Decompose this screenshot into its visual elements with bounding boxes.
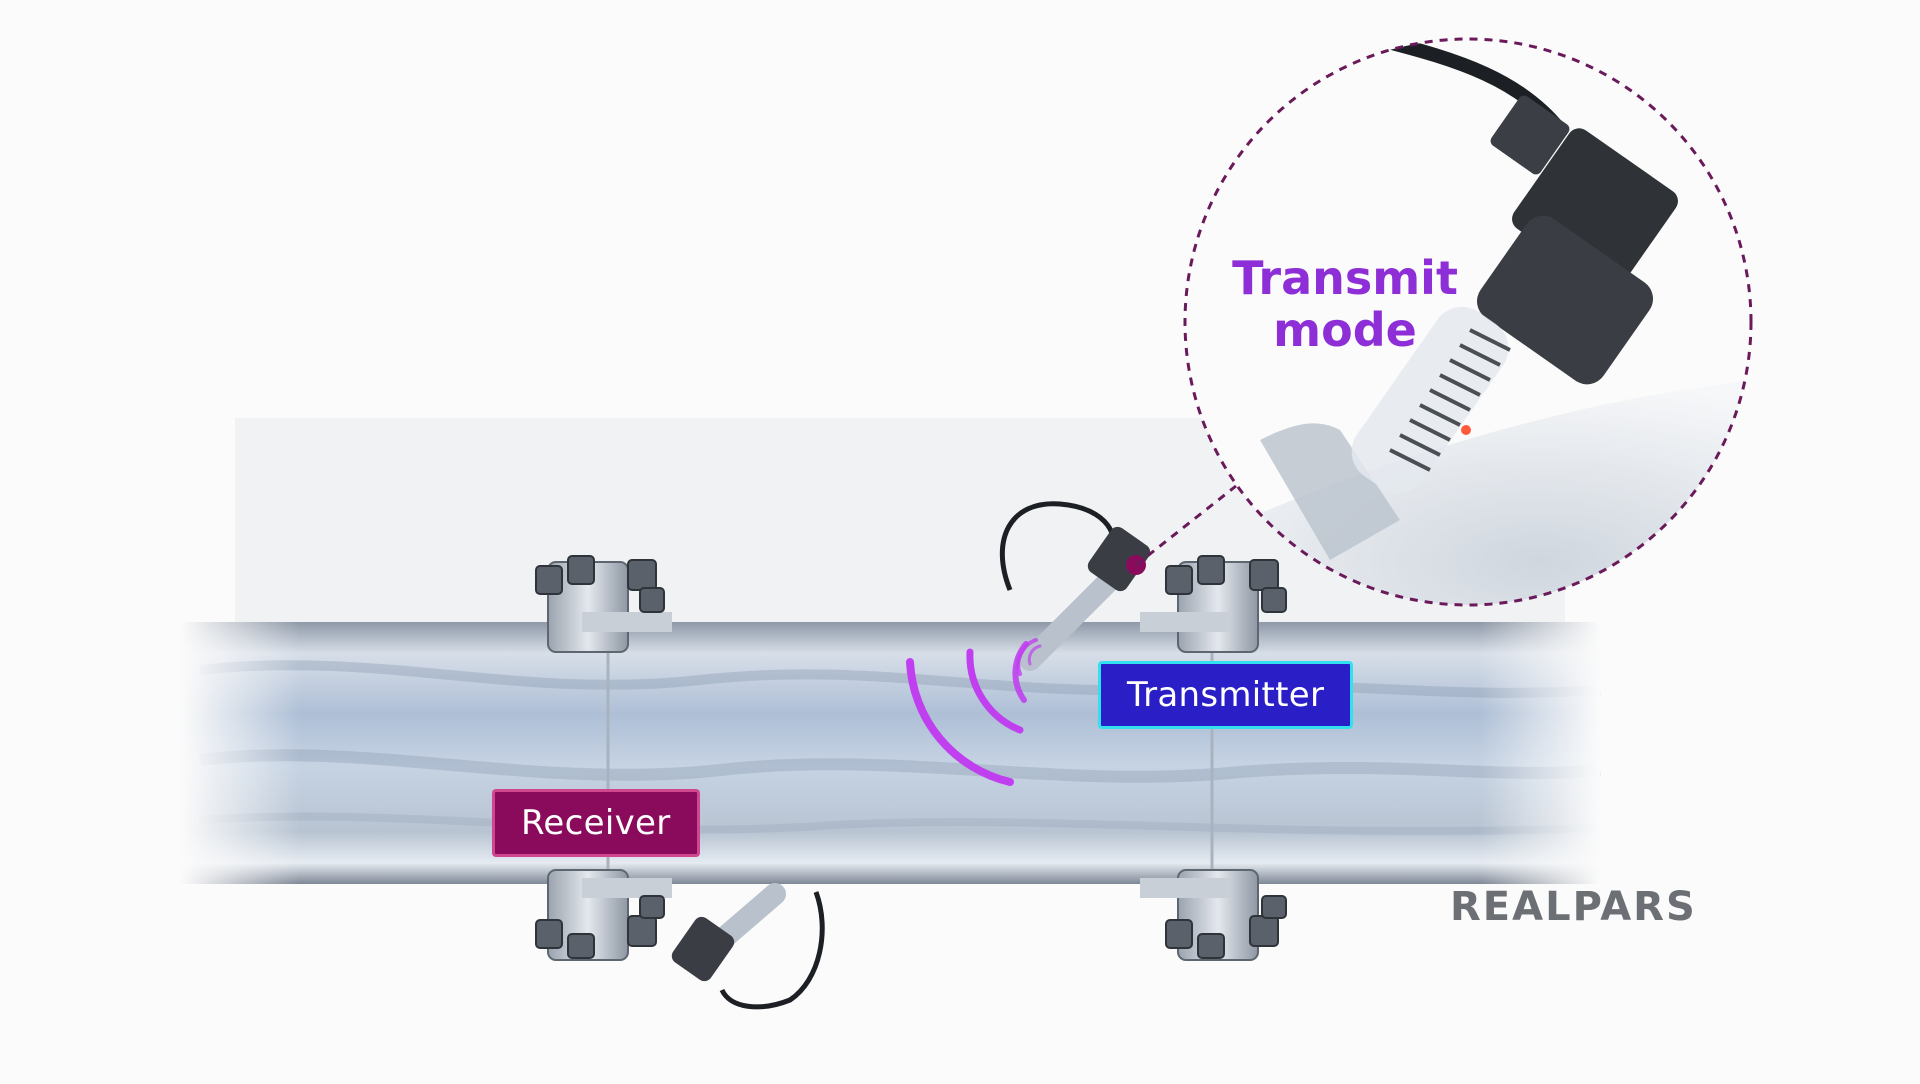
zoom-title-line1: Transmit [1232,251,1458,305]
zoom-title-line2: mode [1273,303,1417,357]
realpars-logo: REALPARS [1450,884,1697,930]
receiver-sensor [671,883,825,1010]
receiver-label: Receiver [492,789,700,857]
signal-waves [906,638,1042,786]
zoom-leader-line [1135,484,1237,567]
transmitter-label: Transmitter [1098,661,1354,729]
pipe [180,622,1601,884]
zoom-inset-title: Transmit mode [1180,252,1510,356]
flange-bolts [535,555,1287,959]
